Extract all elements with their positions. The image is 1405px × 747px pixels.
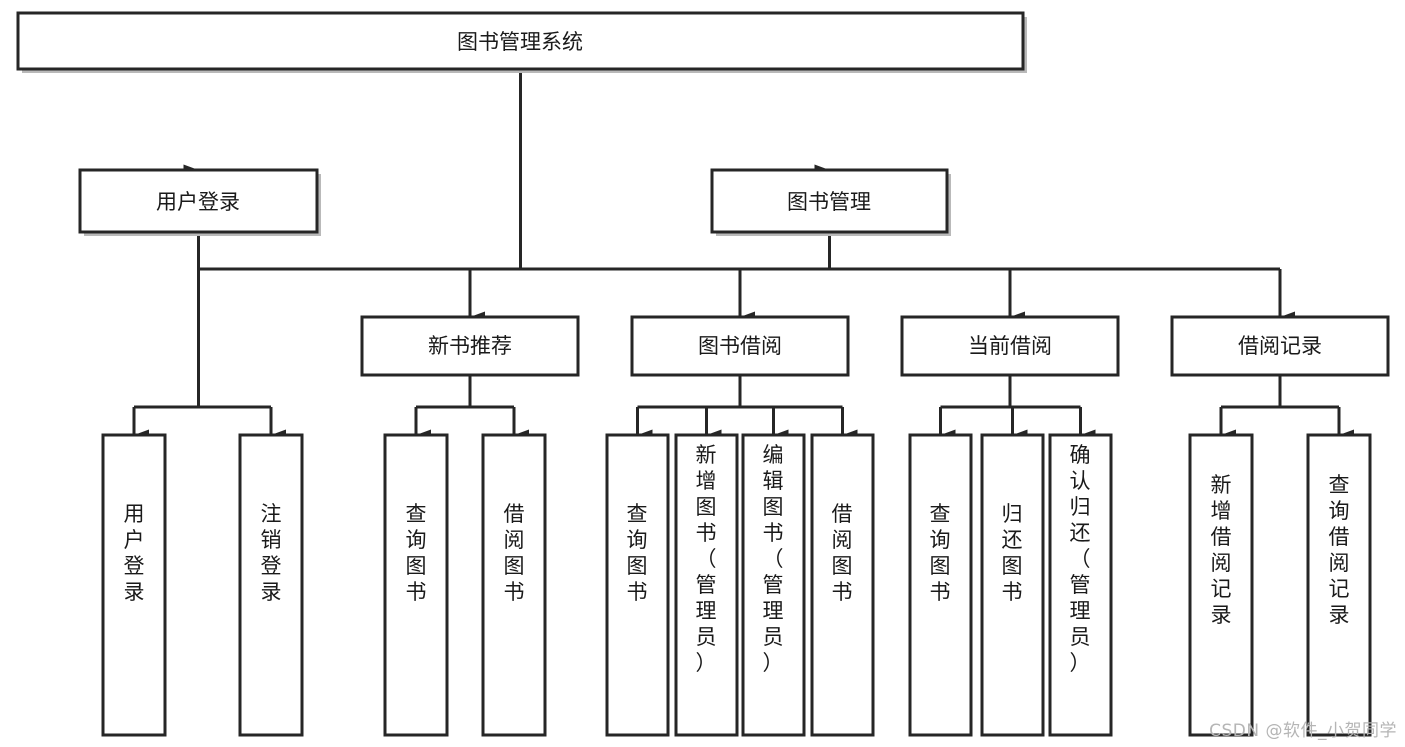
leaf-node-query-borrow-record-label: 查询借阅记录 xyxy=(1329,473,1350,627)
leaf-node-query-book-1-label: 查询图书 xyxy=(406,502,427,604)
node-root[interactable]: 图书管理系统 xyxy=(16,11,1027,73)
leaf-node-logout-box xyxy=(238,433,304,737)
node-book-mgmt-box xyxy=(710,168,949,234)
leaf-node-query-borrow-record-box xyxy=(1306,433,1372,737)
leaf-node-query-book-1[interactable]: 查询图书 xyxy=(383,433,449,737)
node-book-mgmt-label: 图书管理 xyxy=(787,190,871,214)
leaf-node-confirm-return-admin-box xyxy=(1048,433,1113,737)
node-root-label: 图书管理系统 xyxy=(457,30,583,54)
leaf-node-borrow-book-1-label: 借阅图书 xyxy=(504,502,525,604)
leaf-node-query-borrow-record[interactable]: 查询借阅记录 xyxy=(1306,433,1372,737)
node-root-box xyxy=(16,11,1025,71)
leaf-node-query-book-2[interactable]: 查询图书 xyxy=(605,433,670,737)
leaf-node-query-book-3-box xyxy=(908,433,973,737)
leaf-node-user-login-box xyxy=(101,433,167,737)
node-new-book-rec[interactable]: 新书推荐 xyxy=(360,315,580,377)
leaf-node-add-borrow-record[interactable]: 新增借阅记录 xyxy=(1188,433,1254,737)
leaf-node-borrow-book-1[interactable]: 借阅图书 xyxy=(481,433,547,737)
leaf-node-edit-book-admin[interactable]: 编辑图书（管理员） xyxy=(741,433,806,737)
node-user-login[interactable]: 用户登录 xyxy=(78,168,321,236)
leaf-node-return-book[interactable]: 归还图书 xyxy=(980,433,1045,737)
leaf-node-edit-book-admin-box xyxy=(741,433,806,737)
leaf-node-confirm-return-admin-label: 确认归还（管理员） xyxy=(1070,443,1091,675)
node-book-borrow[interactable]: 图书借阅 xyxy=(630,315,850,377)
leaf-node-add-borrow-record-label: 新增借阅记录 xyxy=(1211,473,1232,627)
node-current-borrow[interactable]: 当前借阅 xyxy=(900,315,1120,377)
node-current-borrow-label: 当前借阅 xyxy=(968,334,1052,358)
node-user-login-box xyxy=(78,168,319,234)
connector-group xyxy=(132,69,1354,441)
leaf-node-add-book-admin-label: 新增图书（管理员） xyxy=(696,443,717,675)
leaf-node-query-book-2-label: 查询图书 xyxy=(627,502,648,604)
node-current-borrow-box xyxy=(900,315,1120,377)
node-new-book-rec-box xyxy=(360,315,580,377)
node-borrow-record-label: 借阅记录 xyxy=(1238,334,1322,358)
leaf-node-borrow-book-2-box xyxy=(810,433,875,737)
leaf-node-confirm-return-admin[interactable]: 确认归还（管理员） xyxy=(1048,433,1113,737)
leaf-node-query-book-1-box xyxy=(383,433,449,737)
leaf-node-add-book-admin-box xyxy=(674,433,739,737)
leaf-node-user-login[interactable]: 用户登录 xyxy=(101,433,167,737)
node-borrow-record-box xyxy=(1170,315,1390,377)
leaf-node-logout-label: 注销登录 xyxy=(261,502,282,604)
node-user-login-label: 用户登录 xyxy=(156,190,240,214)
leaf-node-return-book-box xyxy=(980,433,1045,737)
leaf-node-query-book-3[interactable]: 查询图书 xyxy=(908,433,973,737)
leaf-node-return-book-label: 归还图书 xyxy=(1002,502,1023,604)
node-borrow-record[interactable]: 借阅记录 xyxy=(1170,315,1390,377)
leaf-node-user-login-label: 用户登录 xyxy=(124,502,145,604)
node-book-borrow-box xyxy=(630,315,850,377)
leaf-node-add-borrow-record-box xyxy=(1188,433,1254,737)
node-book-mgmt[interactable]: 图书管理 xyxy=(710,168,951,236)
leaf-node-borrow-book-2-label: 借阅图书 xyxy=(832,502,853,604)
leaf-node-logout[interactable]: 注销登录 xyxy=(238,433,304,737)
leaf-node-query-book-3-label: 查询图书 xyxy=(930,502,951,604)
node-book-borrow-label: 图书借阅 xyxy=(698,334,782,358)
leaf-node-borrow-book-1-box xyxy=(481,433,547,737)
node-new-book-rec-label: 新书推荐 xyxy=(428,334,512,358)
leaf-node-edit-book-admin-label: 编辑图书（管理员） xyxy=(763,443,784,675)
leaf-node-add-book-admin[interactable]: 新增图书（管理员） xyxy=(674,433,739,737)
leaf-node-borrow-book-2[interactable]: 借阅图书 xyxy=(810,433,875,737)
leaf-node-query-book-2-box xyxy=(605,433,670,737)
